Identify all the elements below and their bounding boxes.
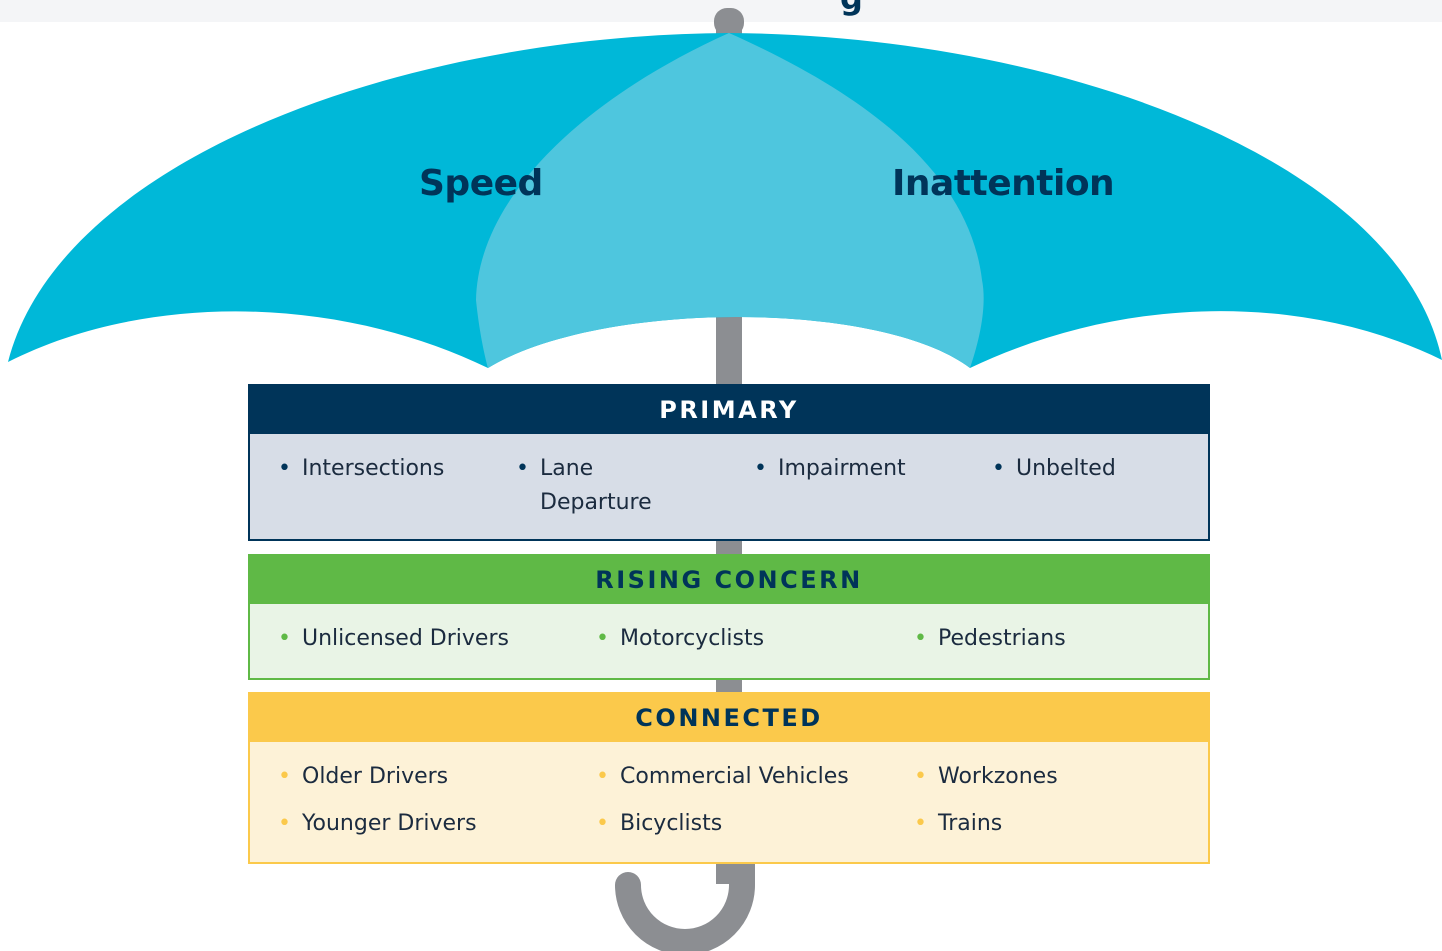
list-item: • Lane Departure [516,452,666,520]
bullet-icon: • [278,626,291,651]
list-item: • Unbelted [992,452,1192,486]
list-item: • Commercial Vehicles [596,760,896,794]
bullet-icon: • [278,811,291,836]
list-item: • Trains [914,807,1194,841]
umbrella-tip [714,8,744,36]
rising-concern-body: • Unlicensed Drivers • Motorcyclists • P… [250,604,1208,678]
bullet-icon: • [278,456,291,481]
item-label: Older Drivers [302,764,449,789]
list-item: • Intersections [278,452,488,486]
canopy-label-inattention: Inattention [892,163,1115,204]
item-label: Bicyclists [620,811,723,836]
bullet-icon: • [992,456,1005,481]
item-label: Younger Drivers [302,811,477,836]
bullet-icon: • [596,764,609,789]
umbrella-pole-lower [716,318,742,384]
item-label: Commercial Vehicles [620,764,849,789]
list-item: • Older Drivers [278,760,578,794]
item-label: Pedestrians [938,626,1066,651]
item-label: Unbelted [1016,456,1116,481]
rising-concern-title: RISING CONCERN [250,556,1208,604]
list-item: • Unlicensed Drivers [278,622,578,656]
bullet-icon: • [596,811,609,836]
item-label: Workzones [938,764,1058,789]
primary-section: PRIMARY • Intersections • Lane Departure… [248,384,1210,541]
list-item: • Workzones [914,760,1194,794]
list-item: • Motorcyclists [596,622,896,656]
connected-section: CONNECTED • Older Drivers • Commercial V… [248,692,1210,864]
connected-title: CONNECTED [250,694,1208,742]
umbrella-handle [615,847,755,951]
bullet-icon: • [754,456,767,481]
item-label: Trains [938,811,1003,836]
list-item: • Bicyclists [596,807,896,841]
bullet-icon: • [914,811,927,836]
list-item: • Impairment [754,452,974,486]
bullet-icon: • [516,456,529,481]
primary-body: • Intersections • Lane Departure • Impai… [250,434,1208,539]
list-item: • Younger Drivers [278,807,578,841]
item-label: Unlicensed Drivers [302,626,509,651]
item-label: Lane Departure [540,456,652,515]
bullet-icon: • [596,626,609,651]
bullet-icon: • [914,764,927,789]
connected-body: • Older Drivers • Commercial Vehicles • … [250,742,1208,862]
top-cut-text: g [840,0,863,18]
bullet-icon: • [914,626,927,651]
primary-title: PRIMARY [250,386,1208,434]
item-label: Intersections [302,456,445,481]
rising-concern-section: RISING CONCERN • Unlicensed Drivers • Mo… [248,554,1210,680]
bullet-icon: • [278,764,291,789]
item-label: Motorcyclists [620,626,765,651]
umbrella-canopy-center-panel [476,33,984,368]
item-label: Impairment [778,456,906,481]
list-item: • Pedestrians [914,622,1194,656]
canopy-label-speed: Speed [419,163,543,204]
